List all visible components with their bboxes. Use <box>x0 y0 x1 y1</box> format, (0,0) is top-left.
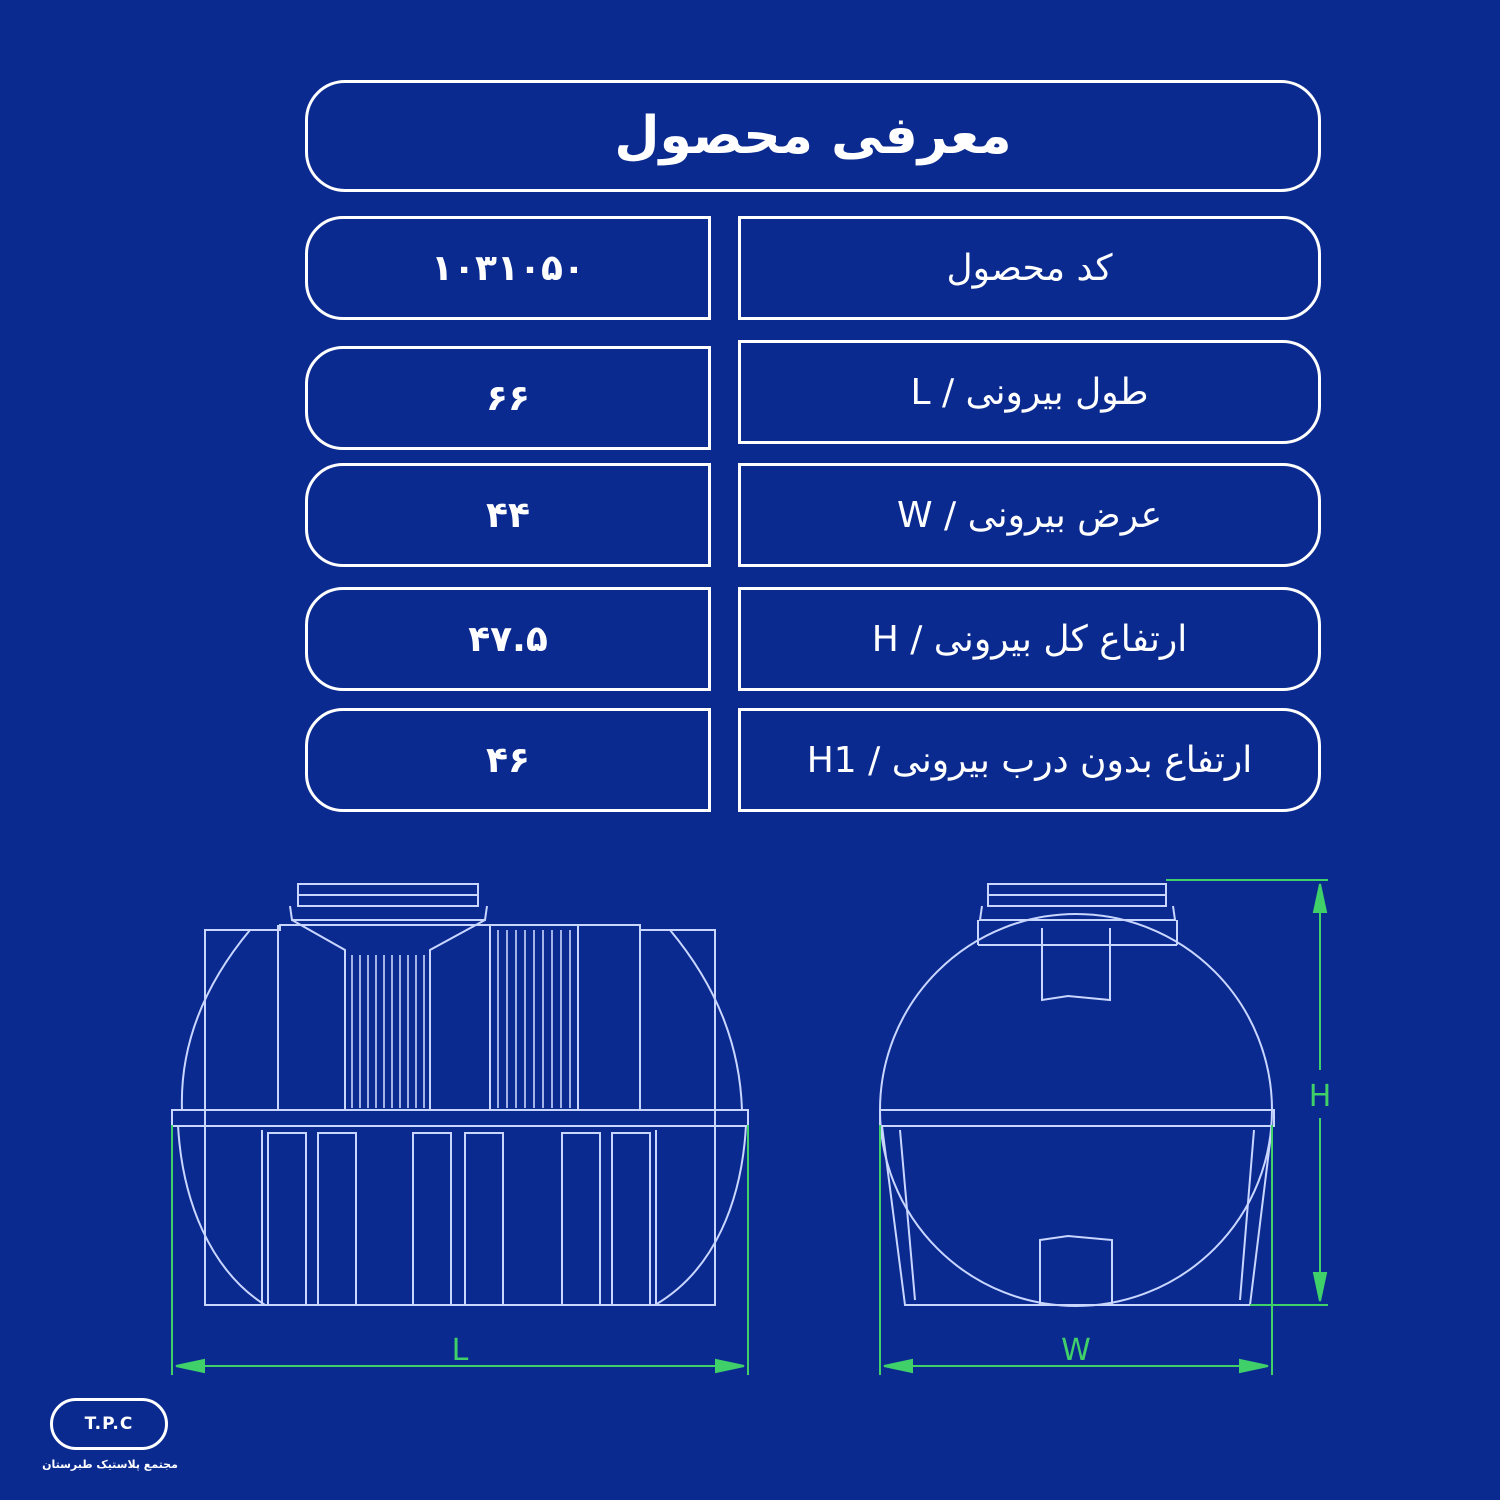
logo-mark-text: T.P.C <box>84 1414 134 1434</box>
dim-arrow <box>1312 883 1328 913</box>
tank-side-view <box>171 883 749 1306</box>
spec-value-height-no-lid: ۴۶ <box>305 708 711 812</box>
spec-value-product-code: ۱۰۳۱۰۵۰ <box>305 216 711 320</box>
spec-value-height: ۴۷.۵ <box>305 587 711 691</box>
spec-label-height: ارتفاع کل بیرونی / H <box>738 587 1321 691</box>
dim-arrow <box>175 1358 205 1374</box>
brand-logo: T.P.C <box>50 1398 168 1450</box>
spec-label-text: طول بیرونی / L <box>910 371 1149 413</box>
dim-arrow <box>883 1358 913 1374</box>
spec-label-text: ارتفاع کل بیرونی / H <box>871 618 1188 660</box>
tank-front-view <box>879 883 1275 1307</box>
spec-label-width: عرض بیرونی / W <box>738 463 1321 567</box>
dim-arrow <box>1239 1358 1269 1374</box>
spec-value-length: ۶۶ <box>305 346 711 450</box>
brand-caption: مجتمع پلاستیک طبرستان <box>42 1458 178 1471</box>
spec-label-text: عرض بیرونی / W <box>896 494 1163 536</box>
dim-label-length: L <box>452 1333 469 1368</box>
spec-label-height-no-lid: ارتفاع بدون درب بیرونی / H1 <box>738 708 1321 812</box>
dim-label-width: W <box>1061 1333 1091 1368</box>
dim-arrow <box>715 1358 745 1374</box>
spec-value-width: ۴۴ <box>305 463 711 567</box>
spec-label-text: کد محصول <box>946 247 1113 289</box>
page-title: معرفی محصول <box>305 80 1321 192</box>
spec-label-length: طول بیرونی / L <box>738 340 1321 444</box>
dim-label-height: H <box>1309 1079 1332 1114</box>
dim-arrow <box>1312 1272 1328 1302</box>
spec-label-text: ارتفاع بدون درب بیرونی / H1 <box>806 739 1253 781</box>
spec-label-product-code: کد محصول <box>738 216 1321 320</box>
